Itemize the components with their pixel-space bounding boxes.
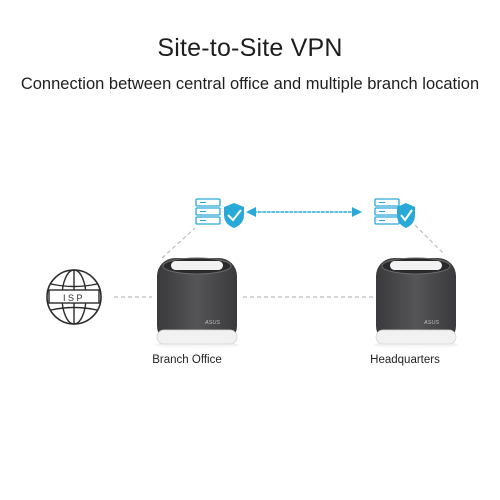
secure-server-icon: [195, 198, 244, 228]
page-subtitle: Connection between central office and mu…: [20, 75, 480, 93]
branch-brand-logo: ASUS: [204, 320, 220, 326]
connector-lines: [114, 224, 446, 298]
router-icon: [374, 257, 458, 349]
secure-server-icon: [374, 198, 415, 228]
router-icon: [155, 257, 239, 349]
branch-router: ASUS: [155, 257, 239, 349]
globe-icon: [46, 269, 102, 325]
page-title: Site-to-Site VPN: [157, 34, 343, 62]
branch-office-label: Branch Office: [152, 354, 222, 366]
headquarters-label: Headquarters: [370, 354, 440, 366]
hq-router: ASUS: [374, 257, 458, 349]
shield-check-icon: [397, 203, 415, 228]
hq-to-server-line: [414, 224, 446, 256]
shield-check-icon: [224, 203, 244, 228]
branch-to-server-line: [161, 227, 196, 259]
hq-brand-logo: ASUS: [423, 320, 439, 326]
isp-label: ISP: [63, 293, 85, 303]
bidirectional-arrow-icon: [246, 207, 362, 217]
